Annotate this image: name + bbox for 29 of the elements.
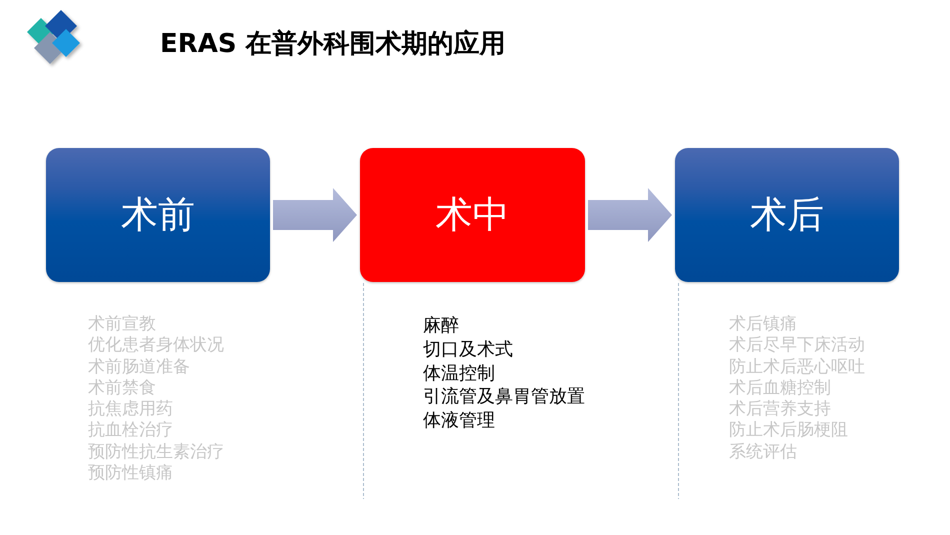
list-item-text: 抗血栓治疗 bbox=[88, 420, 173, 442]
list-item-text: 术后营养支持 bbox=[729, 399, 831, 420]
list-item-text: 防止术后恶心呕吐 bbox=[729, 356, 865, 378]
list-item-text: 防止术后肠梗阻 bbox=[729, 420, 848, 442]
list-item-text: 体液管理 bbox=[423, 409, 495, 433]
stage-label: 术中 bbox=[436, 193, 510, 237]
stage-box bbox=[675, 148, 899, 282]
list-item-text: 术后尽早下床活动 bbox=[729, 335, 865, 357]
list-item-text: 系统评估 bbox=[729, 442, 797, 464]
stage-box bbox=[46, 148, 270, 282]
list-item-text: 引流管及鼻胃管放置 bbox=[423, 385, 585, 409]
list-item-text: 体温控制 bbox=[423, 362, 495, 386]
list-item-text: 优化患者身体状况 bbox=[88, 335, 224, 357]
stage-label: 术后 bbox=[750, 193, 824, 237]
list-item-text: 预防性抗生素治疗 bbox=[88, 442, 224, 464]
block-arrow bbox=[273, 188, 357, 242]
list-item-text: 术后镇痛 bbox=[729, 314, 797, 336]
list-item-text: 术前肠道准备 bbox=[88, 356, 190, 378]
list-item-text: 术后血糖控制 bbox=[729, 378, 831, 400]
title: ERAS 在普外科围术期的应用 bbox=[160, 28, 506, 61]
list-item-text: 切口及术式 bbox=[423, 338, 513, 362]
list-item-text: 预防性镇痛 bbox=[88, 463, 173, 484]
list-item-text: 术前宣教 bbox=[88, 314, 156, 336]
list-item-text: 术前禁食 bbox=[88, 378, 156, 400]
block-arrow bbox=[588, 188, 672, 242]
list-item-text: 麻醉 bbox=[423, 314, 459, 338]
stage-label: 术前 bbox=[121, 193, 195, 237]
stage-box bbox=[360, 148, 585, 282]
list-item-text: 抗焦虑用药 bbox=[88, 399, 173, 420]
